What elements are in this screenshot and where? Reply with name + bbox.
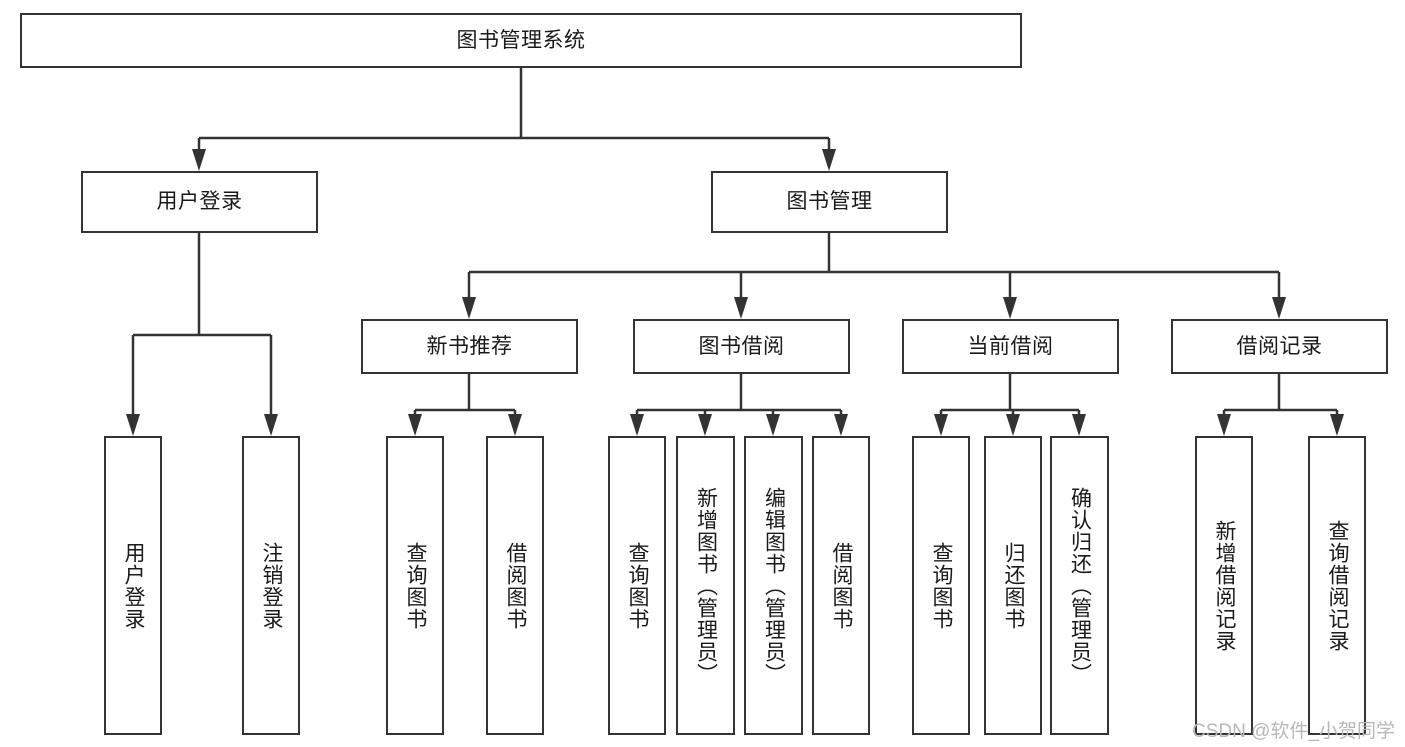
node-label-leaf-query-book-2: 查询图书	[626, 541, 650, 630]
connector-user-login-to-leaves	[126, 233, 278, 436]
arrow-head-icon	[1072, 414, 1086, 436]
arrow-head-icon	[1330, 414, 1344, 436]
connector-borrow-record-to-leaves	[1217, 374, 1344, 436]
arrow-head-icon	[1217, 414, 1231, 436]
node-book-manage[interactable]: 图书管理	[711, 171, 948, 233]
arrow-head-icon	[1003, 297, 1017, 319]
arrow-head-icon	[192, 149, 206, 171]
node-label-borrow-record: 借阅记录	[1236, 334, 1323, 358]
node-new-book-recommend[interactable]: 新书推荐	[361, 319, 578, 374]
watermark-label: CSDN @软件_小贺同学	[1192, 721, 1395, 742]
node-label-root: 图书管理系统	[456, 28, 586, 52]
node-borrow-record[interactable]: 借阅记录	[1171, 319, 1388, 374]
arrow-head-icon	[734, 297, 748, 319]
arrow-head-icon	[264, 414, 278, 436]
node-label-current-borrow: 当前借阅	[967, 334, 1054, 358]
node-label-leaf-add-book: 新增图书（管理员）	[694, 486, 718, 685]
node-label-leaf-confirm-return: 确认归还（管理员）	[1068, 486, 1092, 685]
node-leaf-borrow-book-2[interactable]: 借阅图书	[812, 436, 870, 735]
node-label-user-login: 用户登录	[156, 190, 243, 214]
connector-book-borrow-to-leaves	[630, 374, 848, 436]
node-label-book-manage: 图书管理	[786, 190, 873, 214]
node-label-leaf-borrow-book-1: 借阅图书	[504, 541, 528, 630]
connector-root-to-level1	[192, 68, 836, 171]
arrow-head-icon	[630, 414, 644, 436]
arrow-head-icon	[1272, 297, 1286, 319]
node-label-leaf-return-book: 归还图书	[1002, 541, 1026, 630]
connector-new-book-recommend-to-leaves	[408, 374, 522, 436]
node-label-new-book-recommend: 新书推荐	[426, 334, 513, 358]
node-book-borrow[interactable]: 图书借阅	[633, 319, 850, 374]
node-leaf-user-login[interactable]: 用户登录	[104, 436, 162, 735]
node-root[interactable]: 图书管理系统	[20, 13, 1022, 68]
arrow-head-icon	[934, 414, 948, 436]
arrow-head-icon	[698, 414, 712, 436]
node-leaf-confirm-return[interactable]: 确认归还（管理员）	[1050, 436, 1109, 735]
node-label-leaf-logout: 注销登录	[260, 541, 284, 630]
node-leaf-return-book[interactable]: 归还图书	[984, 436, 1042, 735]
node-label-leaf-borrow-book-2: 借阅图书	[830, 541, 854, 630]
node-label-leaf-query-borrow-record: 查询借阅记录	[1326, 519, 1350, 652]
node-leaf-add-borrow-record[interactable]: 新增借阅记录	[1195, 436, 1253, 735]
arrow-head-icon	[766, 414, 780, 436]
node-label-leaf-query-book-3: 查询图书	[930, 541, 954, 630]
node-leaf-query-borrow-record[interactable]: 查询借阅记录	[1308, 436, 1366, 735]
node-label-leaf-query-book-1: 查询图书	[404, 541, 428, 630]
arrow-head-icon	[126, 414, 140, 436]
node-leaf-borrow-book-1[interactable]: 借阅图书	[486, 436, 544, 735]
arrow-head-icon	[822, 149, 836, 171]
node-leaf-query-book-3[interactable]: 查询图书	[912, 436, 970, 735]
arrow-head-icon	[1006, 414, 1020, 436]
node-leaf-query-book-2[interactable]: 查询图书	[608, 436, 666, 735]
node-label-leaf-add-borrow-record: 新增借阅记录	[1213, 519, 1237, 652]
node-user-login[interactable]: 用户登录	[81, 171, 318, 233]
node-leaf-logout[interactable]: 注销登录	[242, 436, 300, 735]
arrow-head-icon	[408, 414, 422, 436]
node-leaf-query-book-1[interactable]: 查询图书	[386, 436, 444, 735]
node-leaf-edit-book[interactable]: 编辑图书（管理员）	[744, 436, 803, 735]
node-label-leaf-edit-book: 编辑图书（管理员）	[762, 486, 786, 685]
node-leaf-add-book[interactable]: 新增图书（管理员）	[676, 436, 735, 735]
connector-current-borrow-to-leaves	[934, 374, 1086, 436]
arrow-head-icon	[508, 414, 522, 436]
node-label-book-borrow: 图书借阅	[698, 334, 785, 358]
node-current-borrow[interactable]: 当前借阅	[902, 319, 1119, 374]
arrow-head-icon	[834, 414, 848, 436]
connector-book-manage-to-level2	[462, 233, 1286, 319]
arrow-head-icon	[462, 297, 476, 319]
node-label-leaf-user-login: 用户登录	[122, 541, 146, 630]
